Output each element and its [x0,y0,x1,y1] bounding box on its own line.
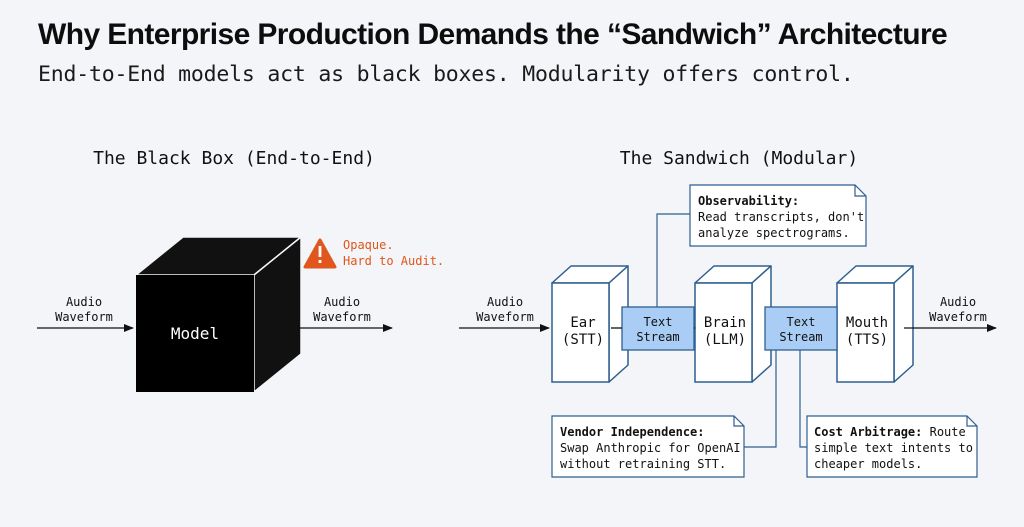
text-stream-stt-llm: Text Stream [621,306,695,351]
sandwich-input-label: Audio Waveform [476,295,534,324]
svg-text:Waveform: Waveform [476,310,534,324]
ear-stt-label: Ear (STT) [562,315,604,348]
svg-text:(TTS): (TTS) [846,332,888,348]
svg-text:Audio: Audio [487,295,523,309]
model-label: Model [171,324,219,343]
cost-arbitrage-note: Cost Arbitrage: Route simple text intent… [806,415,978,478]
cost-line-0: Cost Arbitrage: Route [814,425,966,439]
cost-line-1: simple text intents to [814,441,973,455]
ear-stt-box [551,265,629,383]
svg-text:Opaque.: Opaque. [343,238,394,252]
black-box-output-label: Audio Waveform [313,295,371,324]
svg-text:(STT): (STT) [562,332,604,348]
svg-text:Brain: Brain [704,315,746,331]
black-box-cube [133,235,304,394]
cost-title-rest: Route [922,425,965,439]
svg-text:Text: Text [644,315,673,329]
mouth-tts-label: Mouth (TTS) [846,315,888,348]
svg-text:Ear: Ear [570,315,595,331]
observability-title: Observability: [698,194,799,208]
observability-line-1: Read transcripts, don't [698,210,864,224]
vendor-independence-note: Vendor Independence: Swap Anthropic for … [551,415,745,478]
cost-connector [799,350,807,448]
svg-text:Waveform: Waveform [313,310,371,324]
brain-llm-label: Brain (LLM) [704,315,746,348]
svg-text:Mouth: Mouth [846,315,888,331]
sandwich-heading: The Sandwich (Modular) [620,148,858,169]
black-box-heading: The Black Box (End-to-End) [93,148,375,169]
cost-line-2: cheaper models. [814,457,922,471]
svg-text:Waveform: Waveform [929,310,987,324]
svg-text:Audio: Audio [66,295,102,309]
svg-text:Audio: Audio [940,295,976,309]
svg-text:Stream: Stream [636,330,679,344]
vendor-line-1: Swap Anthropic for OpenAI [560,441,741,455]
black-box-input-label: Audio Waveform [55,295,113,324]
svg-text:Text: Text [787,315,816,329]
page-subtitle: End-to-End models act as black boxes. Mo… [38,62,854,87]
vendor-connector [744,350,777,448]
warning-triangle-icon [303,238,337,269]
observability-connector [656,213,690,307]
svg-text:Waveform: Waveform [55,310,113,324]
vendor-title: Vendor Independence: [560,425,705,439]
brain-llm-box [694,265,772,383]
sandwich-output-label: Audio Waveform [929,295,987,324]
svg-text:(LLM): (LLM) [704,332,746,348]
observability-note: Observability: Read transcripts, don't a… [689,184,867,247]
svg-text:Stream: Stream [779,330,822,344]
svg-text:Audio: Audio [324,295,360,309]
cost-title: Cost Arbitrage: [814,425,922,439]
mouth-tts-box [836,265,914,383]
text-stream-llm-tts: Text Stream [764,306,838,351]
svg-text:Hard to Audit.: Hard to Audit. [343,254,444,268]
page-title: Why Enterprise Production Demands the “S… [38,18,948,51]
opaque-warning-text: Opaque. Hard to Audit. [343,238,444,268]
vendor-line-2: without retraining STT. [560,457,726,471]
observability-line-2: analyze spectrograms. [698,226,850,240]
